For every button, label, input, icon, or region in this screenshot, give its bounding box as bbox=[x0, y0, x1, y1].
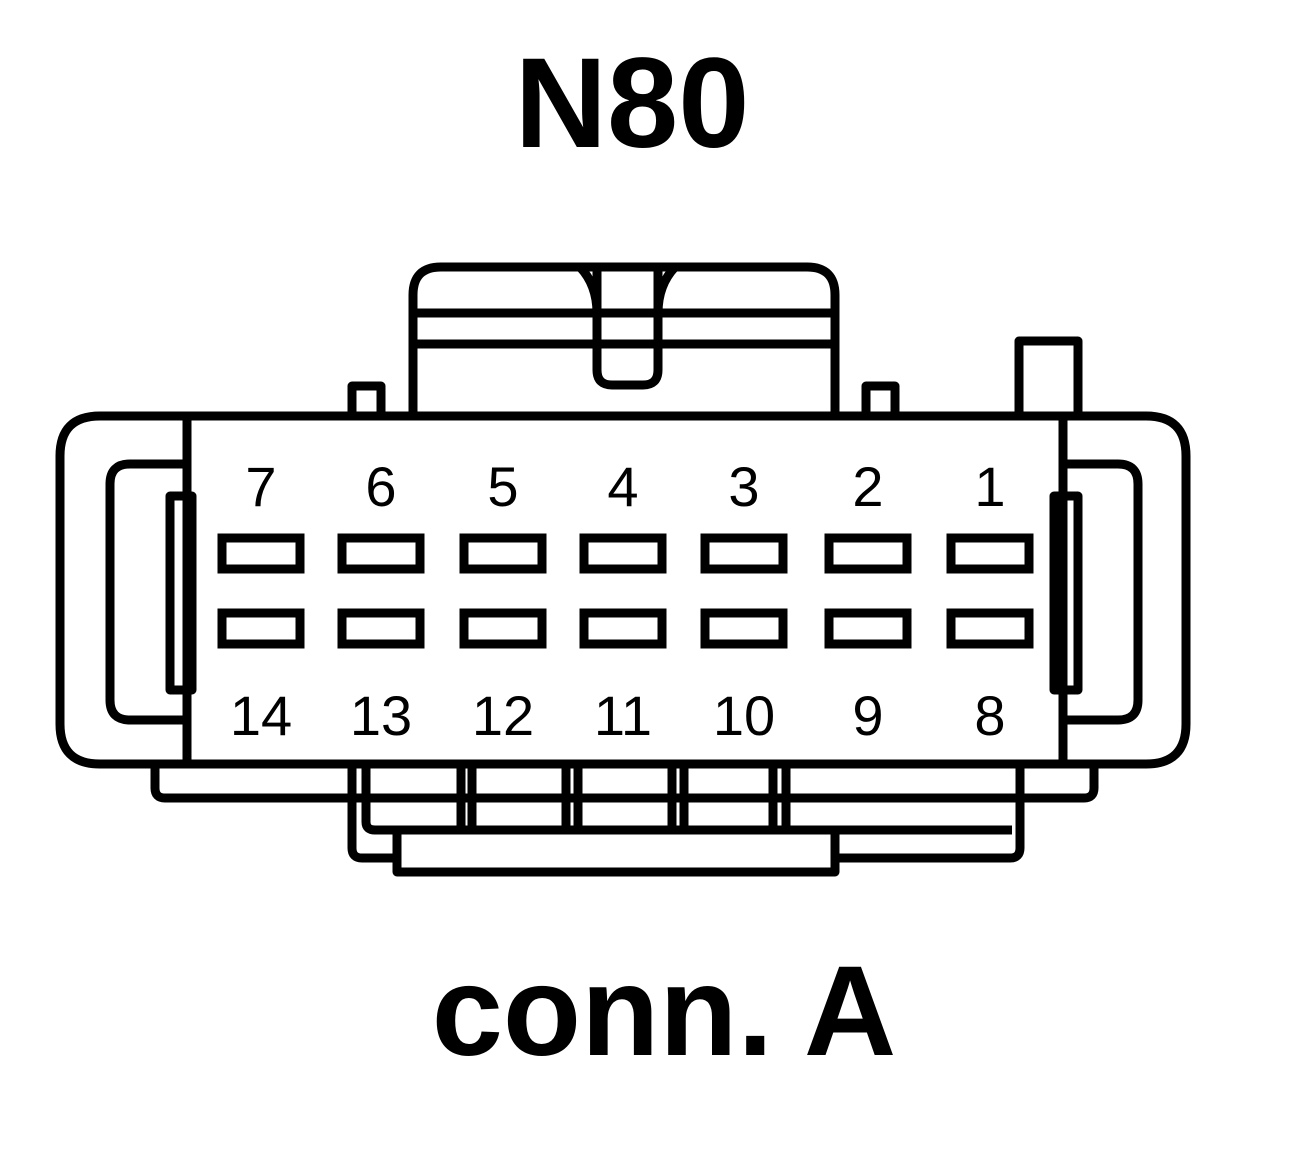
pin-label-11: 11 bbox=[594, 684, 652, 747]
pin-label-10: 10 bbox=[713, 684, 775, 747]
connector-body bbox=[55, 411, 1191, 769]
side-clip-right bbox=[1060, 459, 1143, 725]
pin-cavity-9 bbox=[824, 608, 912, 649]
pin-label-12: 12 bbox=[472, 684, 534, 747]
side-clip-left-bar bbox=[165, 491, 197, 695]
pin-label-13: 13 bbox=[350, 684, 412, 747]
latch-tab-curve-right bbox=[653, 263, 679, 314]
connector-title: N80 bbox=[514, 32, 750, 175]
pin-cavity-11 bbox=[579, 608, 667, 649]
pin-cavity-14 bbox=[217, 608, 305, 649]
bottom-rail bbox=[150, 764, 1099, 803]
pin-label-2: 2 bbox=[852, 455, 883, 518]
latch-tab bbox=[592, 266, 663, 390]
pin-cavity-5 bbox=[459, 533, 547, 574]
pin-label-4: 4 bbox=[607, 455, 638, 518]
latch-tab-curve-left bbox=[576, 263, 602, 314]
pin-label-5: 5 bbox=[487, 455, 518, 518]
pin-cavity-6 bbox=[337, 533, 425, 574]
pin-cavity-12 bbox=[459, 608, 547, 649]
pin-label-9: 9 bbox=[852, 684, 883, 747]
pin-cavity-2 bbox=[824, 533, 912, 574]
pin-cavity-4 bbox=[579, 533, 667, 574]
side-clip-right-bar bbox=[1049, 491, 1083, 695]
pin-cavity-3 bbox=[700, 533, 788, 574]
pin-label-7: 7 bbox=[245, 455, 276, 518]
bottom-shroud-inner bbox=[361, 764, 1012, 835]
post-right bbox=[1014, 336, 1083, 421]
side-clip-left bbox=[105, 459, 190, 725]
pin-label-1: 1 bbox=[974, 455, 1005, 518]
pin-cavity-10 bbox=[700, 608, 788, 649]
pin-label-14: 14 bbox=[230, 684, 292, 747]
pin-cavity-1 bbox=[946, 533, 1034, 574]
pin-cavity-8 bbox=[946, 608, 1034, 649]
pin-cavity-7 bbox=[217, 533, 305, 574]
pin-label-6: 6 bbox=[365, 455, 396, 518]
pin-label-3: 3 bbox=[728, 455, 759, 518]
connector-subtitle: conn. A bbox=[431, 940, 897, 1083]
top-latch bbox=[408, 262, 840, 413]
pin-cavity-13 bbox=[337, 608, 425, 649]
bottom-shroud bbox=[347, 764, 1025, 877]
pin-label-8: 8 bbox=[974, 684, 1005, 747]
